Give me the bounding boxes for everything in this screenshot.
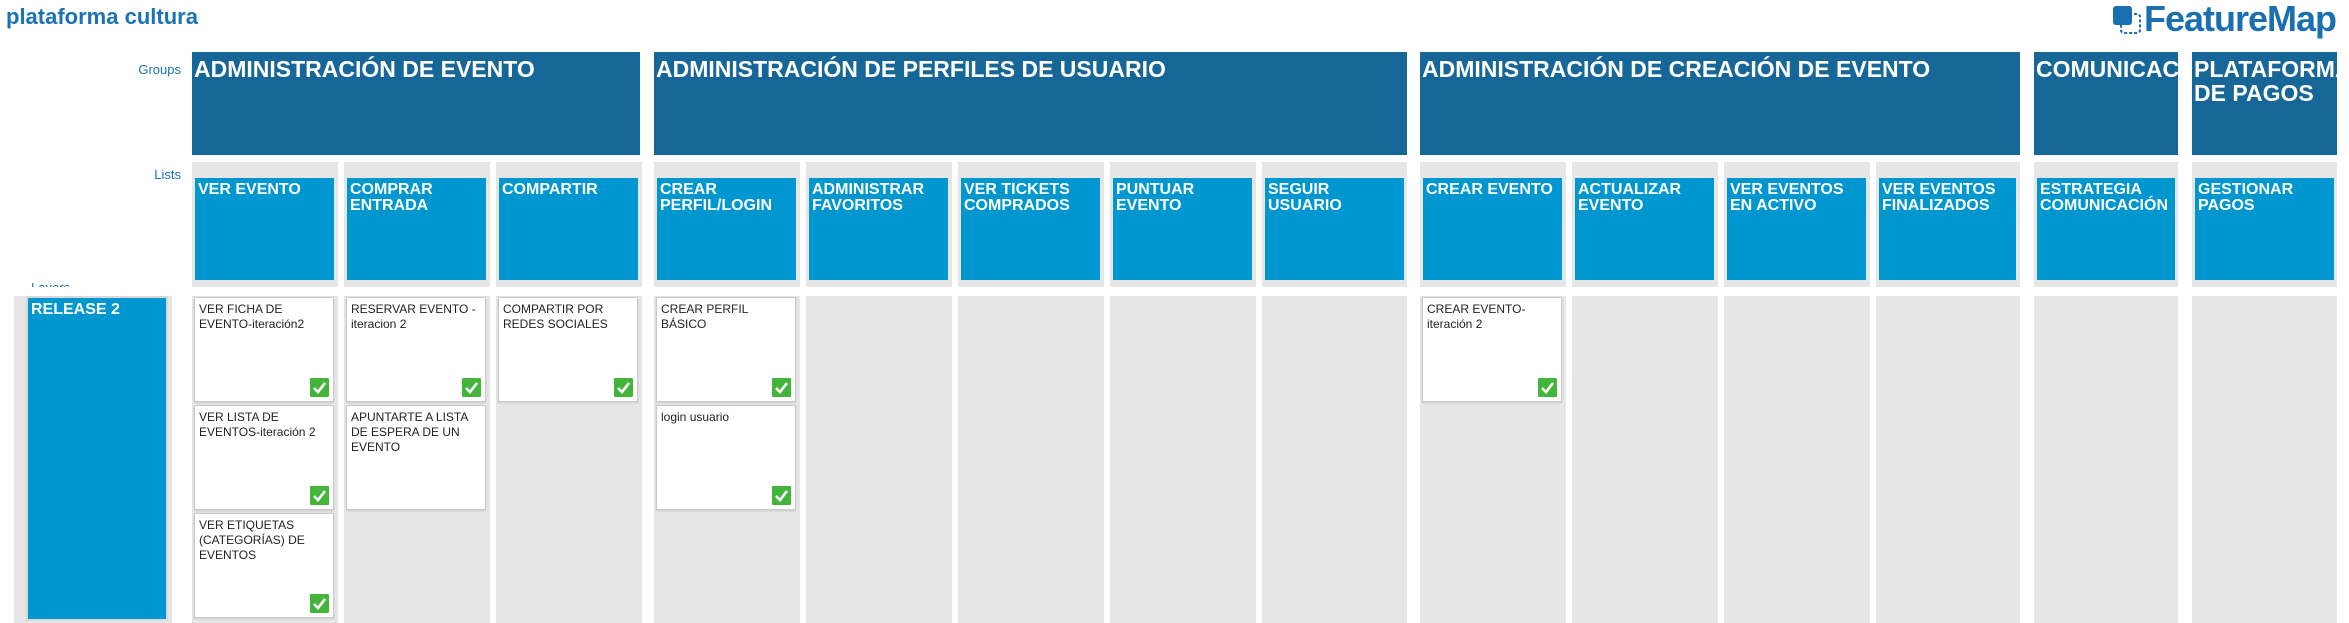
group-title: ADMINISTRACIÓN DE EVENTO <box>194 56 535 82</box>
group-plataforma-de-pagos[interactable]: PLATAFORMA DE PAGOS <box>2192 52 2337 155</box>
list-estrategia-comunicacion[interactable]: ESTRATEGIA COMUNICACIÓN <box>2037 178 2175 280</box>
feature-card[interactable]: COMPARTIR POR REDES SOCIALES <box>498 297 638 402</box>
list-compartir[interactable]: COMPARTIR <box>499 178 638 280</box>
feature-card[interactable]: APUNTARTE A LISTA DE ESPERA DE UN EVENTO <box>346 405 486 510</box>
group-administracion-de-evento[interactable]: ADMINISTRACIÓN DE EVENTO <box>192 52 640 155</box>
group-title: ADMINISTRACIÓN DE CREACIÓN DE EVENTO <box>1422 56 1931 82</box>
card-text: APUNTARTE A LISTA DE ESPERA DE UN EVENTO <box>351 410 468 454</box>
card-text: VER FICHA DE EVENTO-iteración2 <box>199 302 305 331</box>
check-icon[interactable] <box>462 378 481 397</box>
group-administracion-de-perfiles[interactable]: ADMINISTRACIÓN DE PERFILES DE USUARIO <box>654 52 1407 155</box>
check-icon[interactable] <box>310 594 329 613</box>
app-title: plataforma cultura <box>6 4 198 29</box>
group-title: PLATAFORMA DE PAGOS <box>2194 56 2337 106</box>
layer-release-2[interactable]: RELEASE 2 <box>26 296 168 621</box>
list-ver-tickets-comprados[interactable]: VER TICKETS COMPRADOS <box>961 178 1100 280</box>
list-puntuar-evento[interactable]: PUNTUAR EVENTO <box>1113 178 1252 280</box>
list-administrar-favoritos[interactable]: ADMINISTRAR FAVORITOS <box>809 178 948 280</box>
lists-label: Lists <box>154 167 181 182</box>
feature-card[interactable]: CREAR PERFIL BÁSICO <box>656 297 796 402</box>
group-title: COMUNICACIÓN <box>2036 56 2178 82</box>
feature-card[interactable]: VER ETIQUETAS (CATEGORÍAS) DE EVENTOS <box>194 513 334 618</box>
card-text: login usuario <box>661 410 730 424</box>
card-text: CREAR PERFIL BÁSICO <box>661 302 748 331</box>
feature-card[interactable]: RESERVAR EVENTO - iteracion 2 <box>346 297 486 402</box>
featuremap-logo: FeatureMap <box>2112 0 2342 40</box>
check-icon[interactable] <box>1538 378 1557 397</box>
featuremap-logo-icon <box>2113 6 2141 34</box>
card-text: RESERVAR EVENTO - iteracion 2 <box>351 302 476 331</box>
list-seguir-usuario[interactable]: SEGUIR USUARIO <box>1265 178 1404 280</box>
group-administracion-de-creacion[interactable]: ADMINISTRACIÓN DE CREACIÓN DE EVENTO <box>1420 52 2020 155</box>
list-ver-eventos-en-activo[interactable]: VER EVENTOS EN ACTIVO <box>1727 178 1866 280</box>
check-icon[interactable] <box>310 378 329 397</box>
feature-card[interactable]: VER FICHA DE EVENTO-iteración2 <box>194 297 334 402</box>
check-icon[interactable] <box>772 378 791 397</box>
feature-card[interactable]: login usuario <box>656 405 796 510</box>
list-comprar-entrada[interactable]: COMPRAR ENTRADA <box>347 178 486 280</box>
check-icon[interactable] <box>614 378 633 397</box>
group-title: ADMINISTRACIÓN DE PERFILES DE USUARIO <box>656 56 1166 82</box>
card-text: VER ETIQUETAS (CATEGORÍAS) DE EVENTOS <box>199 518 305 562</box>
list-gestionar-pagos[interactable]: GESTIONAR PAGOS <box>2195 178 2334 280</box>
list-actualizar-evento[interactable]: ACTUALIZAR EVENTO <box>1575 178 1714 280</box>
feature-card[interactable]: VER LISTA DE EVENTOS-iteración 2 <box>194 405 334 510</box>
check-icon[interactable] <box>772 486 791 505</box>
feature-card[interactable]: CREAR EVENTO-iteración 2 <box>1422 297 1562 402</box>
group-comunicacion[interactable]: COMUNICACIÓN <box>2034 52 2178 155</box>
list-ver-evento[interactable]: VER EVENTO <box>195 178 334 280</box>
list-crear-evento[interactable]: CREAR EVENTO <box>1423 178 1562 280</box>
groups-label: Groups <box>138 62 181 77</box>
brand-name: FeatureMap <box>2144 0 2337 39</box>
list-ver-eventos-finalizados[interactable]: VER EVENTOS FINALIZADOS <box>1879 178 2016 280</box>
card-text: CREAR EVENTO-iteración 2 <box>1427 302 1526 331</box>
layer-separator <box>0 287 2349 296</box>
list-crear-perfil-login[interactable]: CREAR PERFIL/LOGIN <box>657 178 796 280</box>
card-text: VER LISTA DE EVENTOS-iteración 2 <box>199 410 316 439</box>
card-text: COMPARTIR POR REDES SOCIALES <box>503 302 608 331</box>
check-icon[interactable] <box>310 486 329 505</box>
